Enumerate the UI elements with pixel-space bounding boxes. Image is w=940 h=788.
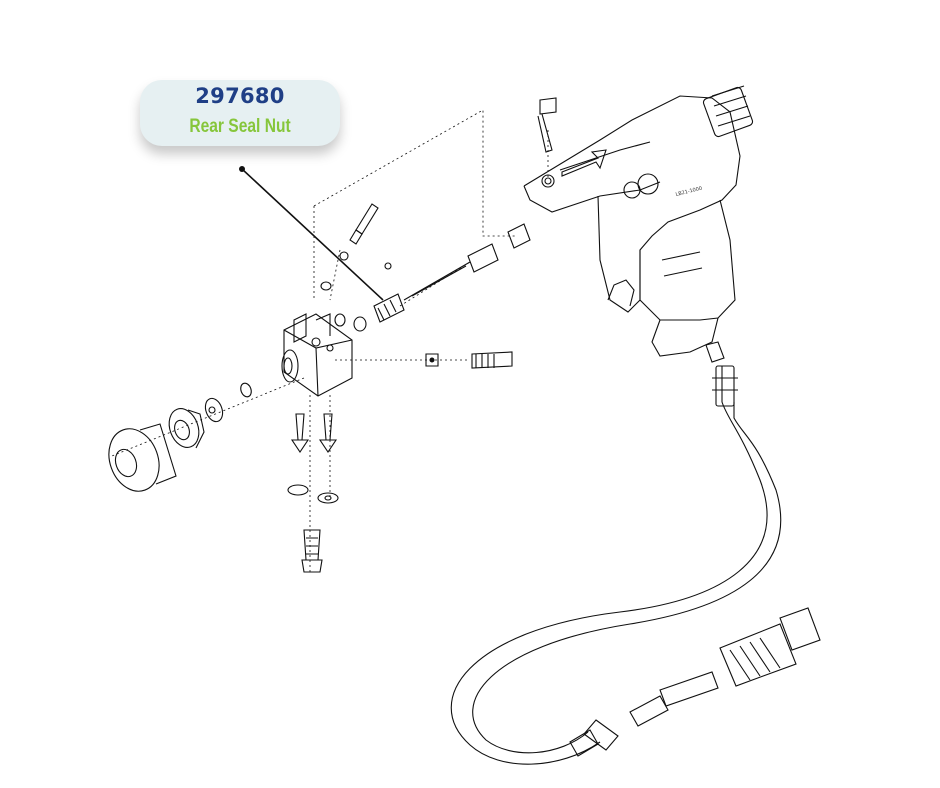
fluid-manifold-block xyxy=(282,314,352,396)
gun-body-label: LB21-1000 xyxy=(675,186,703,198)
assembly-guide-lines xyxy=(112,110,548,575)
part-name: Rear Seal Nut xyxy=(189,116,291,137)
front-air-cap-assembly xyxy=(101,382,254,499)
spray-gun-body: LB21-1000 xyxy=(524,86,754,362)
quick-disconnect-coupling xyxy=(570,608,820,756)
air-hose xyxy=(451,366,780,764)
part-callout: 297680 Rear Seal Nut xyxy=(140,80,340,146)
valve-and-fitting-parts xyxy=(288,204,530,572)
callout-leader-line xyxy=(239,166,383,300)
part-number: 297680 xyxy=(195,84,285,108)
